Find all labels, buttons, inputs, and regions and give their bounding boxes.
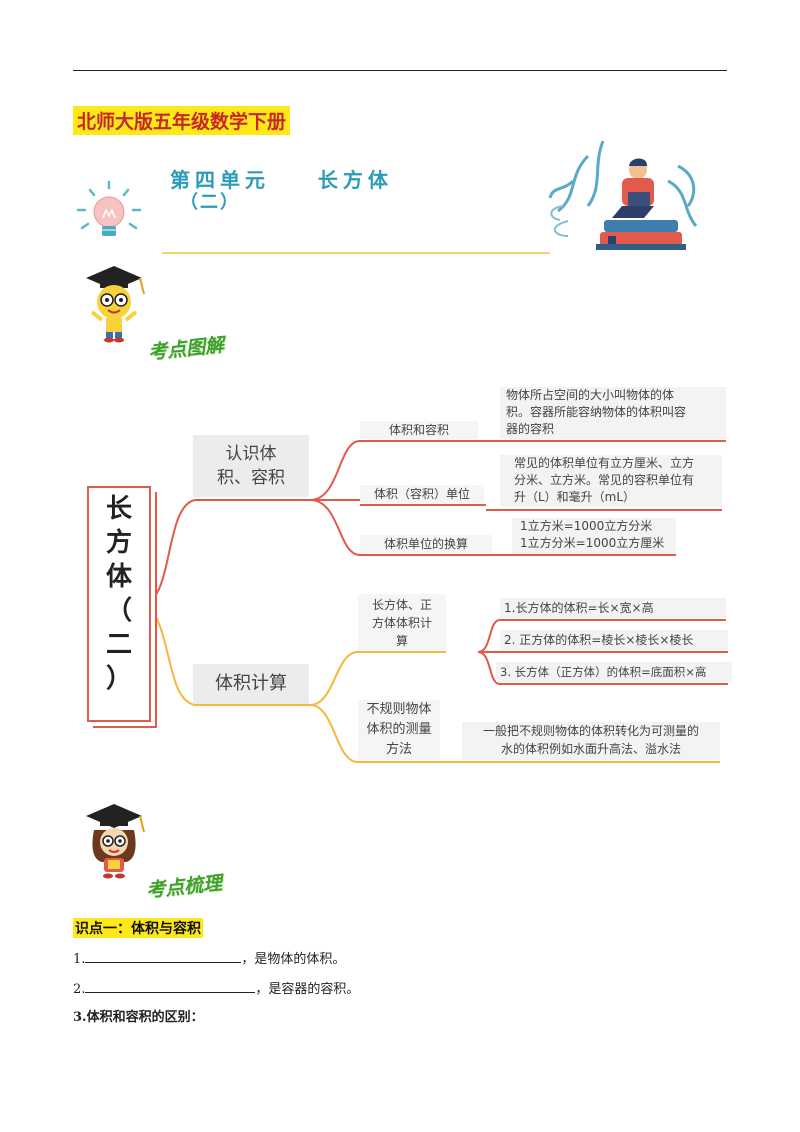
leaf-volume-and-capacity: 体积和容积: [360, 421, 478, 439]
fill-line-1: 1. ，是物体的体积。: [73, 948, 345, 967]
fill-line-2: 2. ，是容器的容积。: [73, 978, 359, 997]
mindmap-connectors: [151, 440, 728, 763]
line-prefix: 2.: [73, 982, 86, 997]
root-char: 长: [105, 494, 132, 524]
lightbulb-icon: [76, 180, 142, 236]
answer-blank[interactable]: [85, 948, 242, 963]
note-unit-conversion: 1立方米=1000立方分米 1立方分米=1000立方厘米: [512, 518, 676, 554]
root-char: 方: [105, 528, 132, 558]
note-line: 一般把不规则物体的体积转化为可测量的: [482, 724, 699, 738]
root-char: 二: [105, 630, 132, 660]
knowledge-point-1-title: 识点一：体积与容积: [73, 918, 203, 938]
answer-blank[interactable]: [85, 978, 256, 993]
leaf-line: 体积的测量: [366, 722, 432, 737]
leaf-volume-units: 体积（容积）单位: [360, 485, 484, 503]
note-line: 常见的体积单位有立方厘米、立方: [514, 456, 695, 470]
root-char: （: [105, 596, 132, 626]
branch-label: 认识体: [225, 444, 277, 464]
mascot-girl-icon: [86, 804, 145, 879]
unit-title: 第四单元 长方体: [170, 168, 393, 192]
mindmap-root-frame: [87, 486, 151, 722]
leaf-line: 算: [395, 634, 408, 648]
line-suffix: ，是容器的容积。: [255, 982, 360, 997]
reading-person-illustration: [548, 140, 698, 250]
branch-label: 积、容积: [217, 468, 285, 488]
note-volume-definition: 物体所占空间的大小叫物体的体 积。容器所能容纳物体的体积叫容 器的容积: [500, 387, 726, 439]
leaf-cuboid-calc: 长方体、正 方体体积计 算: [358, 594, 446, 650]
note-base-area-formula: 3. 长方体（正方体）的体积=底面积×高: [496, 662, 732, 682]
note-cube-formula: 2. 正方体的体积=棱长×棱长×棱长: [500, 630, 728, 650]
root-char: 体: [105, 562, 132, 592]
leaf-line: 不规则物体: [366, 702, 432, 717]
leaf-line: 方法: [385, 742, 412, 757]
leaf-unit-conversion: 体积单位的换算: [360, 535, 492, 553]
leaf-irregular-measure: 不规则物体 体积的测量 方法: [358, 700, 440, 760]
review-section-label: 考点梳理: [145, 872, 224, 902]
header-rule: [73, 70, 727, 71]
branch-volume-calculation: 体积计算: [193, 664, 309, 704]
mindmap: 长 方 体 （ 二 ） 认识体 积、容积 体积和容积 体积（容积）单位 体积单位…: [87, 387, 732, 763]
note-line: 水的体积例如水面升高法、溢水法: [500, 742, 681, 756]
note-line: 积。容器所能容纳物体的体积叫容: [506, 405, 687, 419]
note-line: 物体所占空间的大小叫物体的体: [506, 388, 675, 402]
unit-subtitle: （二）: [180, 192, 240, 213]
question-3: 3.体积和容积的区别：: [73, 1010, 204, 1025]
line-suffix: ，是物体的体积。: [241, 952, 346, 967]
note-line: 分米、立方米。常见的容积单位有: [514, 473, 695, 487]
note-line: 1立方米=1000立方分米: [520, 519, 653, 533]
note-volume-units: 常见的体积单位有立方厘米、立方 分米、立方米。常见的容积单位有 升（L）和毫升（…: [500, 455, 722, 507]
note-line: 器的容积: [506, 422, 555, 436]
note-line: 升（L）和毫升（mL）: [514, 490, 636, 504]
mascot-boy-icon: [86, 266, 145, 343]
mindmap-root-title: 长 方 体 （ 二 ）: [87, 492, 151, 696]
note-cuboid-formula: 1.长方体的体积=长×宽×高: [500, 598, 726, 618]
root-char: ）: [105, 664, 132, 694]
branch-recognize-volume: 认识体 积、容积: [193, 435, 309, 497]
title-underline: [162, 252, 550, 254]
note-line: 1立方分米=1000立方厘米: [520, 536, 665, 550]
leaf-line: 长方体、正: [371, 598, 432, 612]
note-irregular-method: 一般把不规则物体的体积转化为可测量的 水的体积例如水面升高法、溢水法: [462, 722, 720, 760]
line-prefix: 1.: [73, 952, 86, 967]
book-title: 北师大版五年级数学下册: [73, 106, 291, 135]
leaf-line: 方体体积计: [371, 616, 432, 630]
